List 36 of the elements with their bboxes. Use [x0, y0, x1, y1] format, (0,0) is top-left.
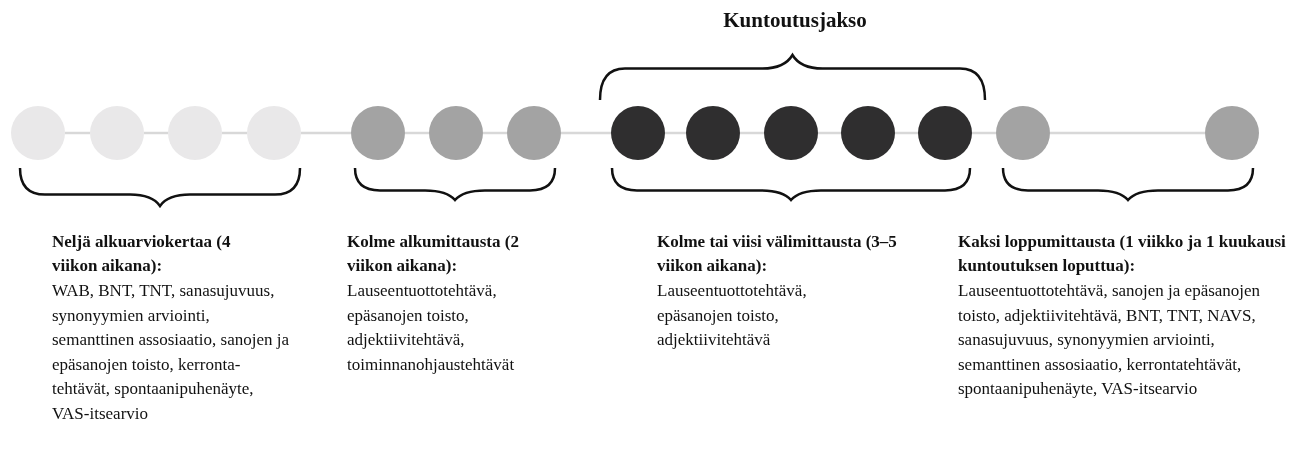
connector-line [65, 131, 90, 135]
timeline-circle [764, 106, 818, 160]
test-list: Lauseentuottotehtävä, epäsanojen toisto, adjektiivitehtävä, toiminnanohjaustehtävät [347, 279, 562, 377]
timeline-circle [351, 106, 405, 160]
connector-line [405, 131, 429, 135]
timeline-circle [429, 106, 483, 160]
test-list: Lauseentuottotehtävä, epäsanojen toisto, adjektiivitehtävä [657, 279, 857, 353]
timeline-circle [90, 106, 144, 160]
bracket-label: Kuntoutusjakso [723, 8, 867, 33]
timeline-circle [686, 106, 740, 160]
stage-heading: Kolme tai viisi välimittausta (3–5 viikon aikana): [657, 231, 898, 277]
connector-line [301, 131, 351, 135]
connector-line [895, 131, 918, 135]
connector-line [561, 131, 611, 135]
stage-heading: Neljä alkuarviokertaa (4 viikon aikana): [52, 231, 232, 277]
connector-line [665, 131, 686, 135]
timeline-circle [11, 106, 65, 160]
timeline-circle [507, 106, 561, 160]
test-list: WAB, BNT, TNT, sanasujuvuus, synonyymien arviointi, semanttinen assosiaatio, sanojen ja epäsanojen toisto, kerronta-tehtävät, spontaanipuhenäyte, VAS-itsearvio [52, 279, 294, 426]
timeline-circle [168, 106, 222, 160]
timeline-circle [996, 106, 1050, 160]
stage-heading: Kaksi loppumittausta (1 viikko ja 1 kuukausi kuntoutuksen loputtua): [958, 231, 1287, 277]
stage-heading: Kolme alkumittausta (2 viikon aikana): [347, 231, 520, 277]
connector-line [818, 131, 841, 135]
timeline-circle [247, 106, 301, 160]
connector-line [972, 131, 996, 135]
connector-line [144, 131, 168, 135]
connector-line [222, 131, 247, 135]
timeline-circle [841, 106, 895, 160]
test-list: Lauseentuottotehtävä, sanojen ja epäsanojen toisto, adjektiivitehtävä, BNT, TNT, NAVS, sanasujuvuus, synonyymien arviointi, semanttinen assosiaatio, kerrontatehtävät, spontaanipuhenäyte, VAS-itsearvio [958, 279, 1270, 402]
timeline-circle [1205, 106, 1259, 160]
connector-line [483, 131, 507, 135]
connector-line [1050, 131, 1205, 135]
timeline-circle [918, 106, 972, 160]
connector-line [740, 131, 764, 135]
timeline-circle [611, 106, 665, 160]
